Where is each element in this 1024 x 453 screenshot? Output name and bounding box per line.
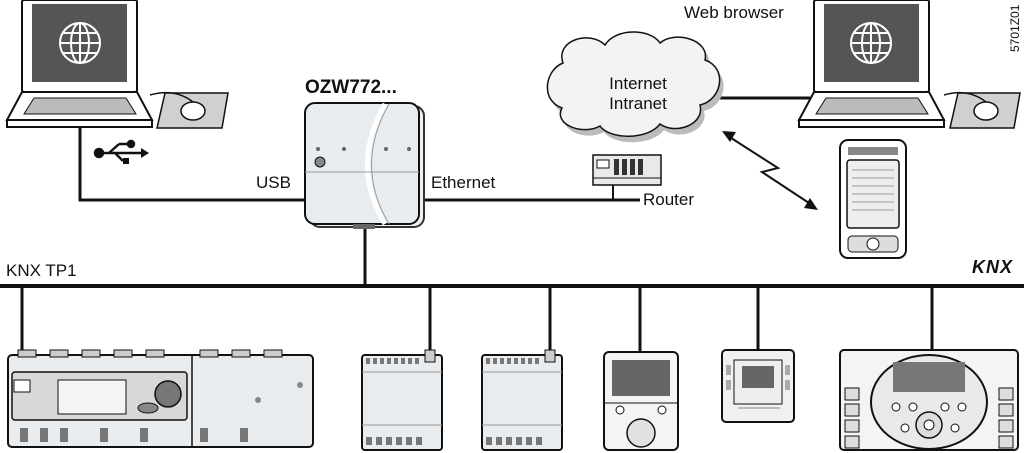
usb-cable	[78, 128, 305, 202]
router-label: Router	[643, 190, 695, 209]
cloud-label: Internet Intranet	[598, 74, 678, 115]
controller-device	[7, 349, 314, 448]
ozw772-device	[304, 102, 425, 229]
laptop-left	[5, 0, 154, 128]
ethernet-label: Ethernet	[431, 173, 496, 192]
mouse-left	[149, 91, 229, 129]
drawing-code-label: 5701Z01	[1008, 4, 1022, 52]
cloud-label-line2: Intranet	[609, 94, 667, 114]
globe-icon	[850, 22, 892, 64]
room-operator-unit	[603, 351, 679, 451]
router-device	[592, 154, 662, 186]
io-module-1	[361, 349, 443, 451]
mouse-right	[943, 91, 1021, 129]
operator-panel	[839, 349, 1019, 451]
connection-lines	[78, 96, 810, 285]
usb-label: USB	[256, 173, 291, 192]
device-name-label: OZW772...	[305, 77, 397, 98]
io-module-2	[481, 349, 563, 451]
usb-icon	[93, 139, 149, 164]
cloud-label-line1: Internet	[609, 74, 667, 93]
globe-icon	[59, 22, 101, 64]
knx-logo: KNX	[972, 257, 1014, 277]
internet-cloud	[546, 31, 724, 143]
room-thermostat	[721, 349, 795, 423]
lightning-arrow-icon	[722, 131, 818, 210]
bus-label: KNX TP1	[6, 261, 77, 280]
laptop-right	[797, 0, 946, 128]
web-browser-label: Web browser	[684, 3, 784, 22]
pda-device	[839, 139, 907, 259]
bus-drops	[20, 286, 934, 352]
